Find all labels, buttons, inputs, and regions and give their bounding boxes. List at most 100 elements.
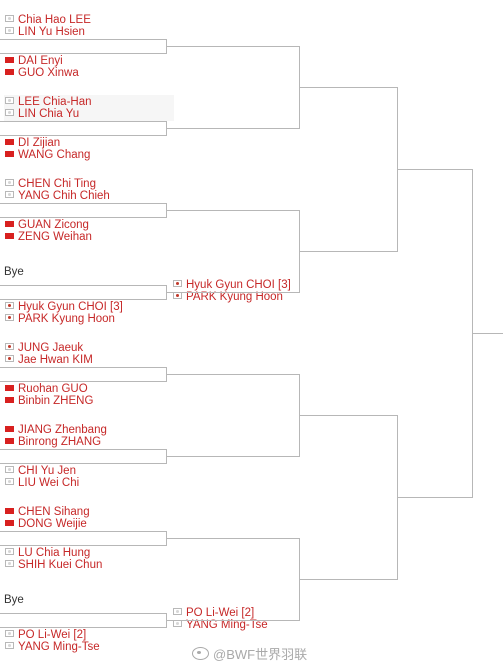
player-name-text[interactable]: Binbin ZHENG [18, 395, 94, 407]
connector-line [299, 415, 398, 416]
player-name[interactable]: YANG Ming-Tse [4, 641, 100, 653]
connector-line [166, 620, 300, 621]
connector-line [299, 87, 398, 88]
player-name-text[interactable]: YANG Chih Chieh [18, 190, 110, 202]
flag-cn-icon [5, 139, 14, 145]
connector-line [166, 538, 300, 539]
player-name[interactable]: Binrong ZHANG [4, 436, 101, 448]
player-name-text[interactable]: Chia Hao LEE [18, 14, 91, 26]
player-name-text[interactable]: DI Zijian [18, 137, 61, 149]
flag-cn-icon [5, 426, 14, 432]
flag-kr-icon [5, 355, 14, 362]
player-name[interactable]: GUAN Zicong [4, 219, 89, 231]
player-name[interactable]: WANG Chang [4, 149, 90, 161]
player-name[interactable]: ZENG Weihan [4, 231, 92, 243]
player-name-text[interactable]: WANG Chang [18, 149, 91, 161]
player-name-text[interactable]: ZENG Weihan [18, 231, 92, 243]
player-name[interactable]: LIN Yu Hsien [4, 26, 85, 38]
flag-tw-icon [5, 179, 14, 186]
player-name-text[interactable]: LEE Chia-Han [18, 96, 92, 108]
player-name[interactable]: DAI Enyi [4, 55, 63, 67]
player-name[interactable]: Chia Hao LEE [4, 14, 91, 26]
player-name-text[interactable]: DONG Weijie [18, 518, 87, 530]
bracket-entry: Hyuk Gyun CHOI [3]PARK Kyung Hoon [4, 300, 174, 326]
connector-line [299, 579, 398, 580]
player-name[interactable]: Jae Hwan KIM [4, 354, 93, 366]
player-name-text[interactable]: CHEN Chi Ting [18, 178, 96, 190]
player-name-text[interactable]: GUO Xinwa [18, 67, 79, 79]
player-name[interactable]: PO Li-Wei [2] [4, 629, 86, 641]
connector-line [0, 285, 167, 286]
connector-line [0, 545, 167, 546]
player-name[interactable]: JUNG Jaeuk [4, 342, 83, 354]
player-name-text[interactable]: JIANG Zhenbang [18, 424, 107, 436]
player-name[interactable]: JIANG Zhenbang [4, 424, 107, 436]
connector-line [0, 53, 167, 54]
player-name-text[interactable]: JUNG Jaeuk [18, 342, 84, 354]
player-name-text[interactable]: PO Li-Wei [2] [18, 629, 87, 641]
player-name-text[interactable]: Binrong ZHANG [18, 436, 102, 448]
player-name[interactable]: CHEN Sihang [4, 506, 90, 518]
weibo-icon [192, 647, 209, 660]
player-name-text[interactable]: PARK Kyung Hoon [18, 313, 115, 325]
connector-line [299, 251, 398, 252]
player-name-text[interactable]: LIN Chia Yu [18, 108, 80, 120]
player-name-text[interactable]: Ruohan GUO [18, 383, 88, 395]
player-name-text[interactable]: CHI Yu Jen [18, 465, 76, 477]
connector-line [0, 627, 167, 628]
player-name[interactable]: CHI Yu Jen [4, 465, 76, 477]
player-name[interactable]: LU Chia Hung [4, 547, 90, 559]
connector-line [166, 292, 300, 293]
connector-line [0, 299, 167, 300]
connector-line [166, 210, 300, 211]
player-name-text[interactable]: LIU Wei Chi [18, 477, 80, 489]
bye-label: Bye [4, 266, 24, 278]
player-name[interactable]: DONG Weijie [4, 518, 87, 530]
player-name[interactable]: Binbin ZHENG [4, 395, 93, 407]
connector-line [166, 456, 300, 457]
player-name-text[interactable]: LU Chia Hung [18, 547, 91, 559]
player-name[interactable]: CHEN Chi Ting [4, 178, 96, 190]
player-name[interactable]: YANG Chih Chieh [4, 190, 110, 202]
player-name[interactable]: PO Li-Wei [2] [172, 607, 254, 619]
flag-tw-icon [173, 620, 182, 627]
flag-kr-icon [173, 280, 182, 287]
player-name-text[interactable]: YANG Ming-Tse [18, 641, 100, 653]
bye-label: Bye [4, 594, 24, 606]
player-name[interactable]: LEE Chia-Han [4, 96, 92, 108]
flag-kr-icon [173, 292, 182, 299]
player-name[interactable]: Ruohan GUO [4, 383, 88, 395]
watermark: @BWF世界羽联 [192, 644, 307, 663]
player-name[interactable]: LIU Wei Chi [4, 477, 79, 489]
player-name-text[interactable]: GUAN Zicong [18, 219, 89, 231]
player-name-text[interactable]: Jae Hwan KIM [18, 354, 93, 366]
player-name[interactable]: SHIH Kuei Chun [4, 559, 102, 571]
flag-cn-icon [5, 385, 14, 391]
flag-cn-icon [5, 221, 14, 227]
flag-kr-icon [5, 302, 14, 309]
flag-cn-icon [5, 397, 14, 403]
player-name-text[interactable]: DAI Enyi [18, 55, 63, 67]
player-name[interactable]: Hyuk Gyun CHOI [3] [172, 279, 291, 291]
player-name[interactable]: PARK Kyung Hoon [4, 313, 115, 325]
player-name-text[interactable]: YANG Ming-Tse [186, 619, 268, 631]
player-name-text[interactable]: LIN Yu Hsien [18, 26, 85, 38]
player-name-text[interactable]: SHIH Kuei Chun [18, 559, 103, 571]
player-name-text[interactable]: CHEN Sihang [18, 506, 90, 518]
connector-line [397, 169, 473, 170]
player-name-text[interactable]: Hyuk Gyun CHOI [3] [18, 301, 123, 313]
player-name-text[interactable]: Hyuk Gyun CHOI [3] [186, 279, 291, 291]
player-name[interactable]: LIN Chia Yu [4, 108, 79, 120]
player-name-text[interactable]: PARK Kyung Hoon [186, 291, 283, 303]
player-name[interactable]: GUO Xinwa [4, 67, 79, 79]
player-name[interactable]: DI Zijian [4, 137, 60, 149]
player-name-text[interactable]: PO Li-Wei [2] [186, 607, 255, 619]
player-name[interactable]: Hyuk Gyun CHOI [3] [4, 301, 123, 313]
